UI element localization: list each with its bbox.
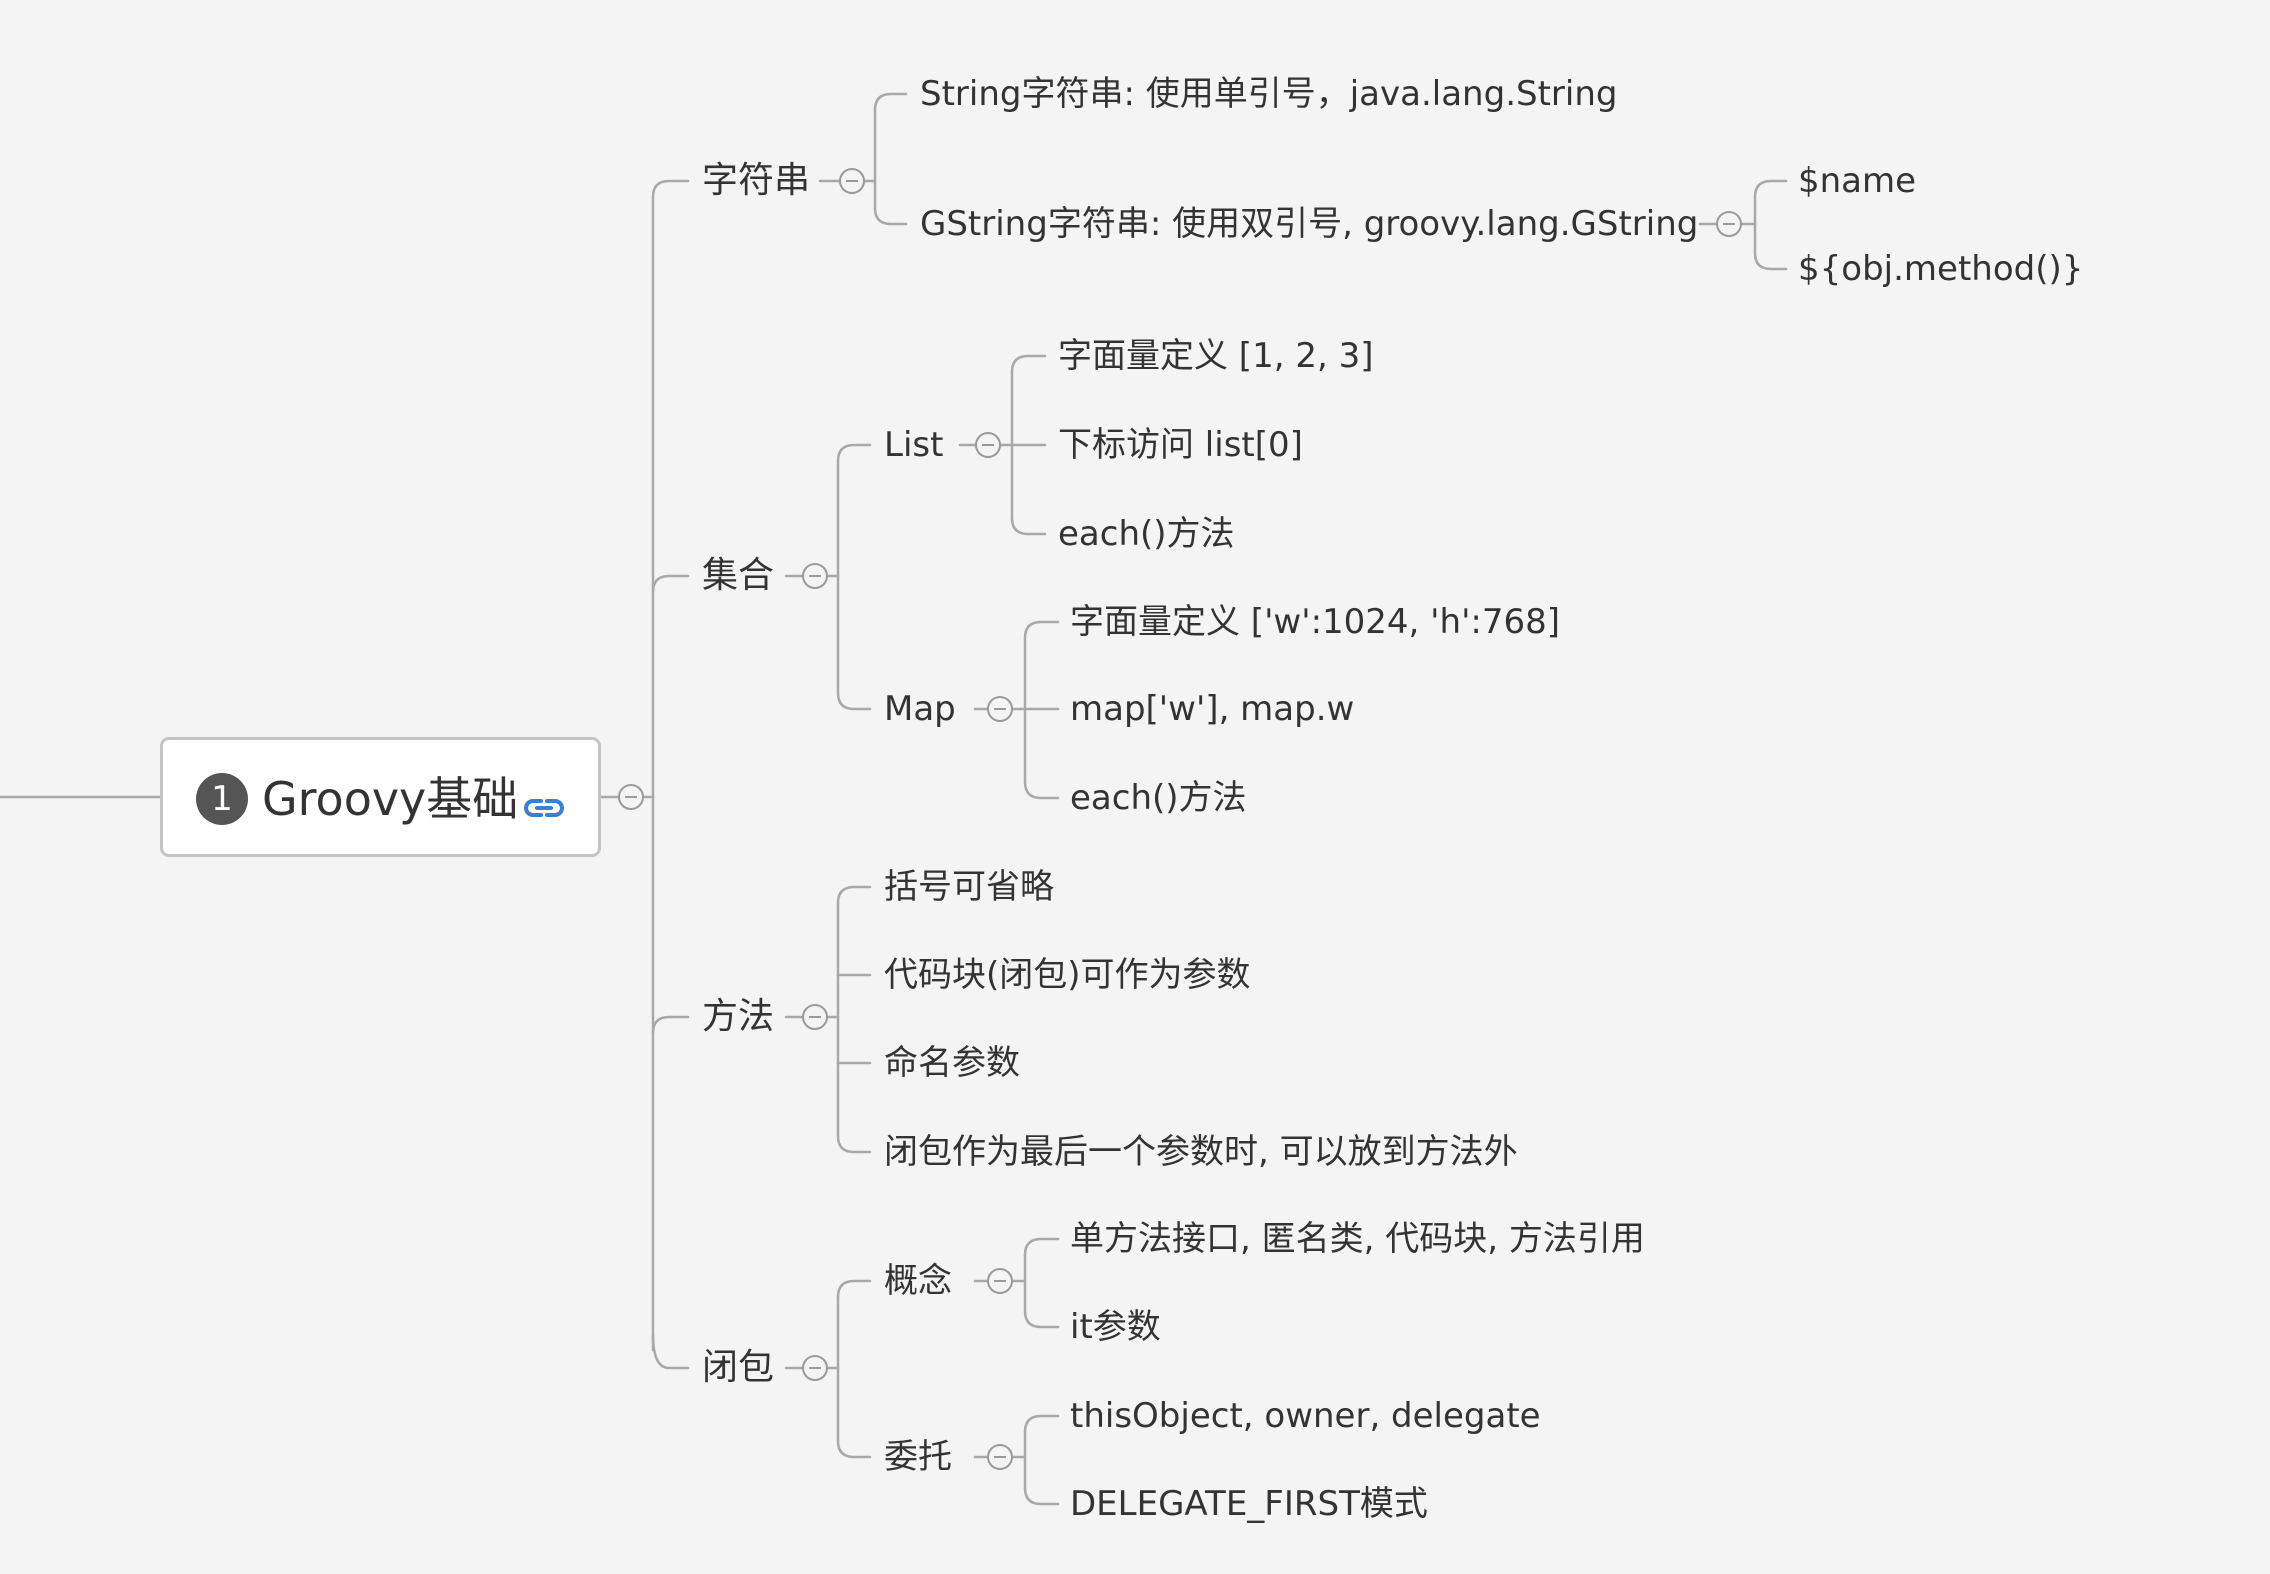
node-delegate-first[interactable]: DELEGATE_FIRST模式 bbox=[1070, 1484, 1428, 1524]
collapse-toggle-string[interactable] bbox=[839, 168, 865, 194]
node-concept[interactable]: 概念 bbox=[884, 1261, 952, 1301]
node-map[interactable]: Map bbox=[884, 689, 956, 729]
node-method-parens[interactable]: 括号可省略 bbox=[884, 867, 1054, 907]
node-method-trailing-closure[interactable]: 闭包作为最后一个参数时, 可以放到方法外 bbox=[884, 1132, 1518, 1172]
priority-badge: 1 bbox=[196, 773, 248, 825]
node-delegate[interactable]: 委托 bbox=[884, 1437, 952, 1477]
collapse-toggle-closure[interactable] bbox=[802, 1355, 828, 1381]
node-delegate-props[interactable]: thisObject, owner, delegate bbox=[1070, 1396, 1541, 1436]
node-list-each[interactable]: each()方法 bbox=[1058, 514, 1235, 554]
node-method[interactable]: 方法 bbox=[702, 996, 775, 1037]
node-string[interactable]: 字符串 bbox=[702, 160, 811, 201]
node-method-named-args[interactable]: 命名参数 bbox=[884, 1043, 1020, 1083]
collapse-toggle-collection[interactable] bbox=[802, 563, 828, 589]
node-map-literal[interactable]: 字面量定义 ['w':1024, 'h':768] bbox=[1070, 602, 1561, 642]
collapse-toggle-gstring[interactable] bbox=[1716, 211, 1742, 237]
node-closure[interactable]: 闭包 bbox=[702, 1347, 775, 1388]
node-list-index[interactable]: 下标访问 list[0] bbox=[1058, 425, 1303, 465]
node-gstring-expression[interactable]: ${obj.method()} bbox=[1798, 249, 2084, 289]
node-concept-definition[interactable]: 单方法接口, 匿名类, 代码块, 方法引用 bbox=[1070, 1219, 1645, 1259]
link-icon[interactable] bbox=[521, 792, 567, 824]
collapse-toggle-method[interactable] bbox=[802, 1004, 828, 1030]
node-concept-it[interactable]: it参数 bbox=[1070, 1307, 1161, 1347]
root-title: Groovy基础 bbox=[262, 772, 519, 826]
node-gstring-type[interactable]: GString字符串: 使用双引号, groovy.lang.GString bbox=[920, 204, 1699, 244]
collapse-toggle-concept[interactable] bbox=[987, 1268, 1013, 1294]
collapse-toggle-root[interactable] bbox=[618, 784, 644, 810]
node-collection[interactable]: 集合 bbox=[702, 555, 775, 596]
collapse-toggle-list[interactable] bbox=[975, 432, 1001, 458]
node-gstring-name[interactable]: $name bbox=[1798, 161, 1917, 201]
node-string-type[interactable]: String字符串: 使用单引号，java.lang.String bbox=[920, 74, 1618, 114]
node-map-each[interactable]: each()方法 bbox=[1070, 778, 1247, 818]
collapse-toggle-map[interactable] bbox=[987, 696, 1013, 722]
collapse-toggle-delegate[interactable] bbox=[987, 1444, 1013, 1470]
root-node[interactable]: 1 Groovy基础 bbox=[160, 737, 601, 857]
node-list[interactable]: List bbox=[884, 425, 944, 465]
node-list-literal[interactable]: 字面量定义 [1, 2, 3] bbox=[1058, 336, 1374, 376]
node-map-access[interactable]: map['w'], map.w bbox=[1070, 689, 1355, 729]
node-method-closure-arg[interactable]: 代码块(闭包)可作为参数 bbox=[884, 955, 1251, 995]
